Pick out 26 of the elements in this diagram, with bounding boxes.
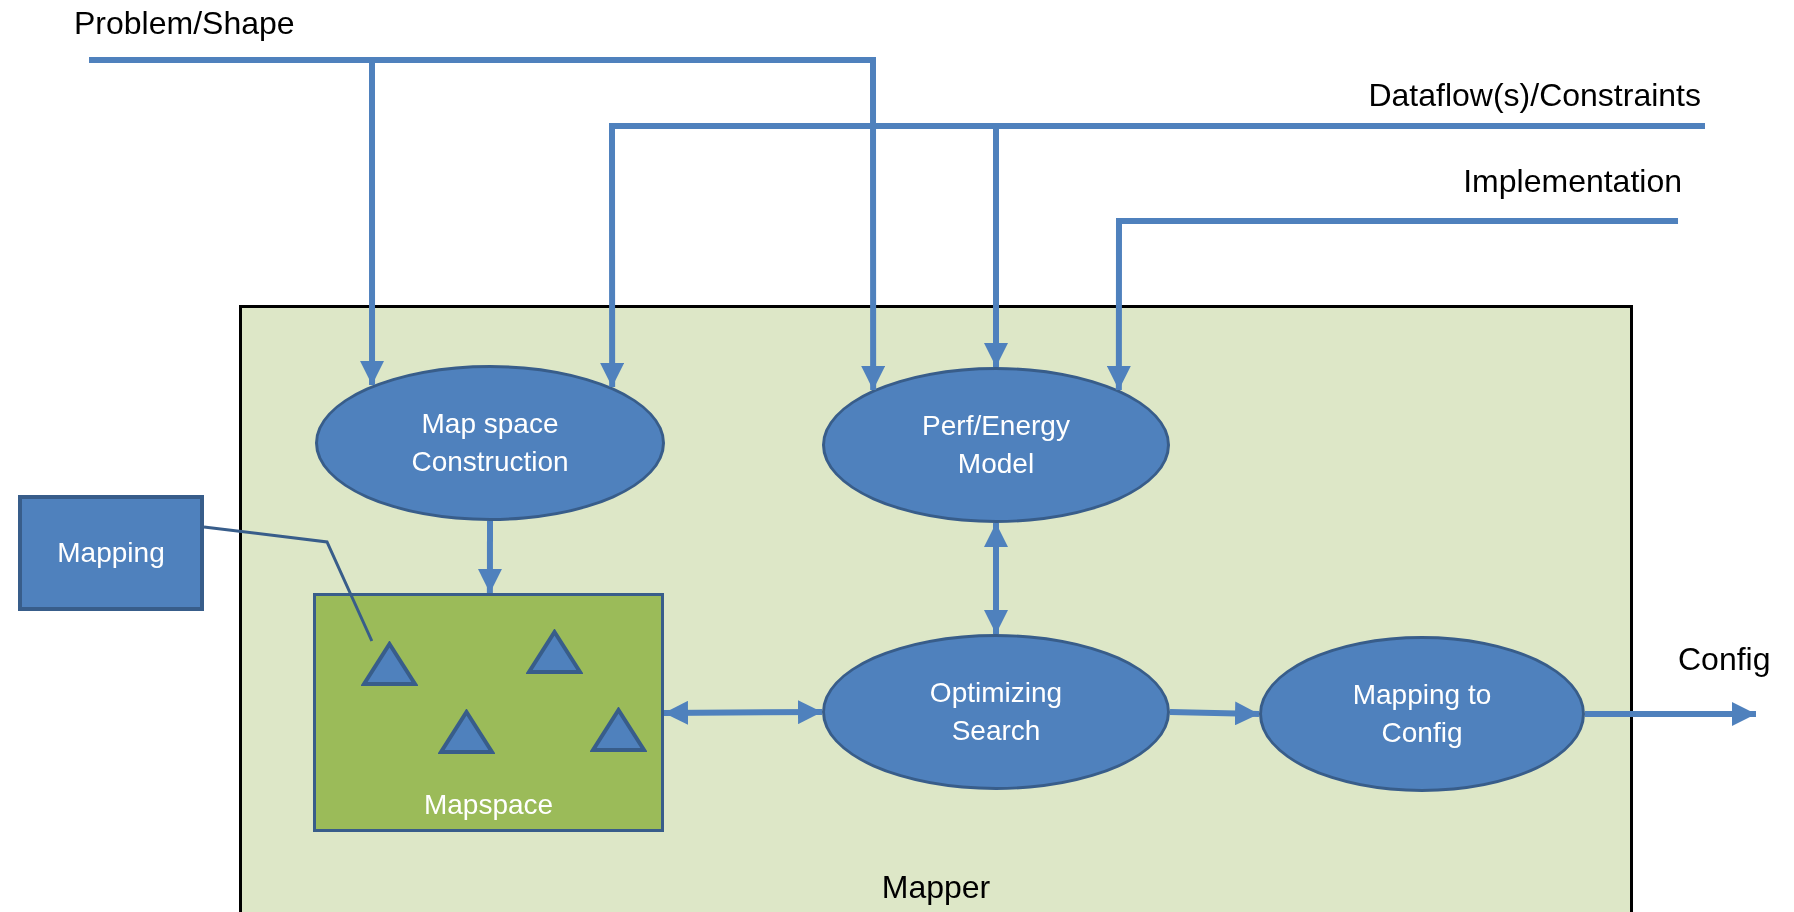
input-label: Dataflow(s)/Constraints xyxy=(1368,76,1701,114)
arrow xyxy=(1169,701,1260,726)
panel-title: Mapper xyxy=(881,868,991,906)
arrow xyxy=(477,521,502,593)
leader-line xyxy=(203,525,374,642)
triangle-marker xyxy=(438,709,495,755)
process-label: Map space Construction xyxy=(410,407,570,479)
process-label: Mapping xyxy=(57,536,165,570)
input-label: Config xyxy=(1678,640,1771,678)
arrow xyxy=(984,523,1008,634)
process-label: Perf/Energy Model xyxy=(921,409,1071,481)
process-box xyxy=(18,495,204,611)
triangle-marker xyxy=(590,707,647,753)
process-label: Optimizing Search xyxy=(928,676,1064,748)
panel-label: Mapspace xyxy=(423,788,554,822)
arrow xyxy=(89,57,886,390)
triangle-marker xyxy=(361,641,418,687)
arrow xyxy=(984,123,1705,367)
mapper-panel xyxy=(239,305,1633,912)
arrow xyxy=(663,700,823,725)
mapspace-panel xyxy=(313,593,664,832)
process-label: Mapping to Config xyxy=(1351,678,1493,750)
arrow xyxy=(1585,702,1756,726)
triangle-marker xyxy=(526,629,583,675)
input-label: Implementation xyxy=(1463,162,1682,200)
input-label: Problem/Shape xyxy=(74,4,295,42)
